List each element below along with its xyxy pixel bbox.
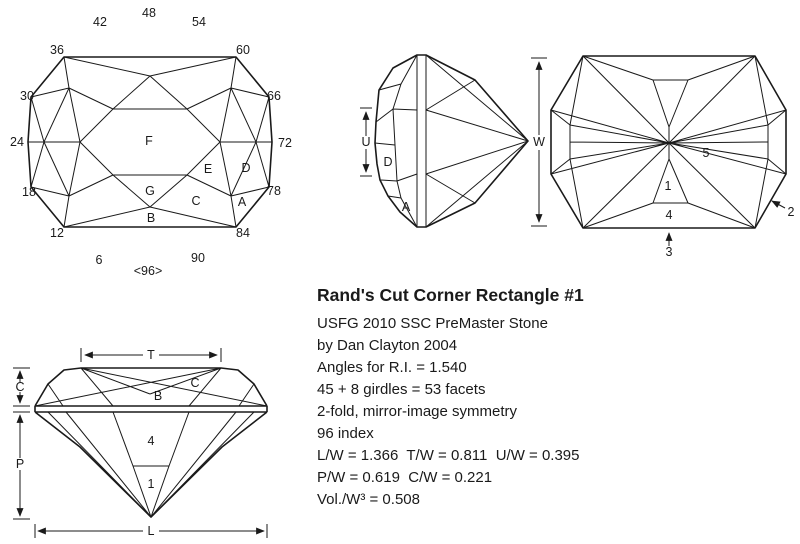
- crown-index-label-78: 78: [267, 184, 281, 198]
- w-dimension-label: W: [533, 135, 545, 149]
- c-dimension-ticks: [13, 367, 30, 407]
- crown-index-label-54: 54: [192, 15, 206, 29]
- crown-index-label-96: <96>: [134, 264, 163, 278]
- crown-index-label-42: 42: [93, 15, 107, 29]
- w-dimension-ticks: [531, 57, 547, 227]
- crown-index-label-84: 84: [236, 226, 250, 240]
- u-dimension-label: U: [361, 135, 370, 149]
- spec-line-volume: Vol./W³ = 0.508: [317, 491, 420, 508]
- elevation-outline: [34, 367, 268, 518]
- crown-index-label-36: 36: [50, 43, 64, 57]
- crown-index-label-30: 30: [20, 89, 34, 103]
- pavilion-view-wireframe: 5 1 4 2 3: [550, 55, 795, 259]
- p-dimension-ticks: [13, 411, 30, 520]
- spec-line-ratios-2: P/W = 0.619 C/W = 0.221: [317, 469, 493, 486]
- profile-outline: [374, 54, 529, 228]
- crown-index-label-90: 90: [191, 251, 205, 265]
- crown-index-label-6: 6: [96, 253, 103, 267]
- p-dimension-label: P: [16, 457, 24, 471]
- spec-line-author: by Dan Clayton 2004: [317, 337, 458, 354]
- pavilion-facet-label-1: 1: [665, 179, 672, 193]
- crown-facet-label-g: G: [145, 184, 155, 198]
- pavilion-facet-label-5: 5: [703, 146, 710, 160]
- crown-facet-label-f: F: [145, 134, 153, 148]
- design-title: Rand's Cut Corner Rectangle #1: [317, 285, 584, 305]
- pavilion-facet-label-2: 2: [788, 205, 795, 219]
- crown-facet-label-b: B: [147, 211, 155, 225]
- pavilion-facet-label-4: 4: [666, 208, 673, 222]
- elevation-facet-label-4: 4: [148, 434, 155, 448]
- spec-line-symmetry: 2-fold, mirror-image symmetry: [317, 403, 518, 420]
- elevation-facet-lines: [34, 367, 268, 518]
- pavilion-facet-label-3: 3: [666, 245, 673, 259]
- crown-index-label-72: 72: [278, 136, 292, 150]
- crown-facet-label-e: E: [204, 162, 212, 176]
- pavilion-facet-lines: [550, 55, 787, 229]
- spec-line-index: 96 index: [317, 425, 374, 442]
- spec-text-block: Rand's Cut Corner Rectangle #1 USFG 2010…: [317, 283, 677, 511]
- profile-facet-lines: [374, 54, 529, 228]
- t-dimension-ticks: [80, 348, 222, 362]
- l-dimension-label: L: [148, 524, 155, 538]
- crown-index-label-48: 48: [142, 6, 156, 20]
- spec-line-stone: USFG 2010 SSC PreMaster Stone: [317, 315, 548, 332]
- elevation-facet-label-b: B: [154, 389, 162, 403]
- crown-index-label-12: 12: [50, 226, 64, 240]
- profile-view-wireframe: U W D A: [360, 54, 547, 228]
- elevation-facet-label-c: C: [190, 376, 199, 390]
- c-dimension-label: C: [15, 380, 24, 394]
- crown-facet-label-d: D: [241, 161, 250, 175]
- crown-index-label-24: 24: [10, 135, 24, 149]
- profile-facet-label-a: A: [402, 200, 411, 214]
- crown-index-label-60: 60: [236, 43, 250, 57]
- crown-facet-lines: [28, 56, 272, 228]
- crown-facet-label-c: C: [191, 194, 200, 208]
- elevation-facet-label-1: 1: [148, 477, 155, 491]
- spec-line-facets: 45 + 8 girdles = 53 facets: [317, 381, 486, 398]
- elevation-view-wireframe: C B 4 1 T C P L: [13, 348, 268, 538]
- crown-view-wireframe: 42 48 54 36 60 30 66 24 72 18 78 12 84 6…: [10, 6, 292, 278]
- u-dimension-ticks: [360, 107, 372, 177]
- t-dimension-label: T: [147, 348, 155, 362]
- spec-line-ri: Angles for R.I. = 1.540: [317, 359, 467, 376]
- l-dimension-ticks: [34, 524, 268, 538]
- spec-line-ratios-1: L/W = 1.366 T/W = 0.811 U/W = 0.395: [317, 447, 580, 464]
- crown-index-label-18: 18: [22, 185, 36, 199]
- profile-facet-label-d: D: [383, 155, 392, 169]
- crown-index-label-66: 66: [267, 89, 281, 103]
- crown-facet-label-a: A: [238, 195, 247, 209]
- pavilion-callout-arrow-2: [771, 200, 786, 209]
